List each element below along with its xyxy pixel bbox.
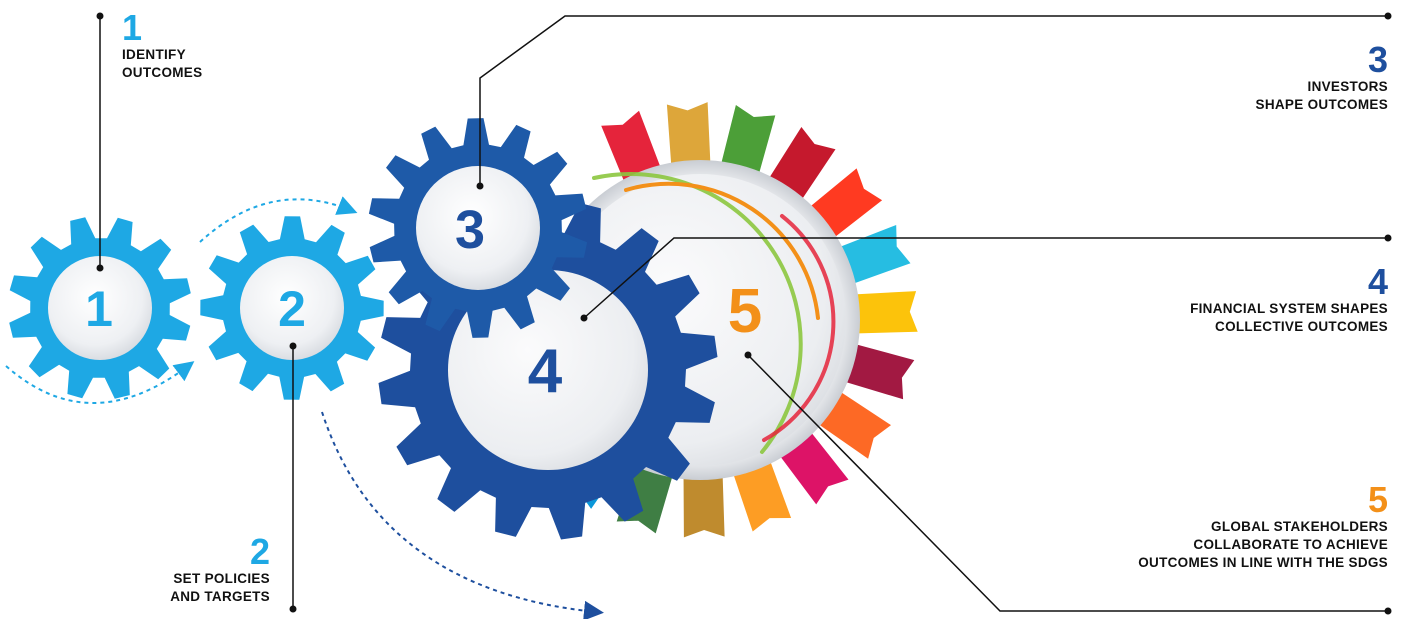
gear-3: 3	[368, 118, 588, 338]
sdg-tooth	[837, 342, 915, 400]
step-1-line-2: OUTCOMES	[122, 65, 203, 80]
sdg-tooth	[683, 468, 725, 538]
gear-1: 1	[9, 217, 191, 399]
sdg-tooth	[730, 453, 792, 532]
gear-4-number: 4	[528, 337, 563, 406]
step-2-label: 2 SET POLICIES AND TARGETS	[170, 534, 270, 606]
leader-dot-3b	[1384, 12, 1392, 20]
gear-3-number: 3	[455, 200, 485, 260]
step-3-line-2: SHAPE OUTCOMES	[1255, 97, 1388, 112]
step-2-line-1: SET POLICIES	[173, 571, 270, 586]
leader-dots	[96, 12, 1392, 615]
step-4-line-1: FINANCIAL SYSTEM SHAPES	[1190, 301, 1388, 316]
leader-dot-5b	[1384, 607, 1392, 615]
step-1-line-1: IDENTIFY	[122, 47, 186, 62]
leader-dot-1a	[96, 12, 104, 20]
gear-4-face	[448, 270, 648, 470]
leader-line-4	[583, 237, 1388, 319]
leader-line-3	[479, 15, 1388, 186]
step-3-number: 3	[1367, 39, 1388, 80]
leader-dot-5a	[744, 351, 752, 359]
step-2-line-2: AND TARGETS	[170, 589, 270, 604]
leader-dot-4b	[1384, 234, 1392, 242]
dashed-arrow-3	[321, 411, 604, 619]
sdg-tooth	[719, 105, 776, 182]
leader-lines	[99, 15, 1388, 612]
dashed-arrow-1	[5, 361, 195, 404]
leader-dot-1b	[96, 264, 104, 272]
leader-dot-3a	[476, 182, 484, 190]
gear-2: 2	[200, 216, 384, 400]
step-4-line-2: COLLECTIVE OUTCOMES	[1215, 319, 1388, 334]
gear-3-face	[416, 166, 540, 290]
step-5-label: 5 GLOBAL STAKEHOLDERS COLLABORATE TO ACH…	[1138, 482, 1388, 572]
arc-red	[762, 214, 836, 442]
sdg-tooth	[666, 102, 711, 173]
leader-dot-4a	[580, 314, 588, 322]
gear-1-face	[48, 256, 152, 360]
step-4-label: 4 FINANCIAL SYSTEM SHAPES COLLECTIVE OUT…	[1190, 264, 1388, 336]
step-5-line-3: OUTCOMES IN LINE WITH THE SDGS	[1138, 555, 1388, 570]
gear-2-number: 2	[278, 281, 306, 337]
arc-green	[592, 172, 803, 454]
arc-orange	[624, 181, 820, 320]
step-5-line-2: COLLABORATE TO ACHIEVE	[1193, 537, 1388, 552]
step-4-number: 4	[1367, 261, 1388, 302]
step-3-line-1: INVESTORS	[1307, 79, 1388, 94]
step-5-line-1: GLOBAL STAKEHOLDERS	[1211, 519, 1388, 534]
step-1-label: 1 IDENTIFY OUTCOMES	[122, 10, 202, 82]
step-5-number: 5	[1367, 479, 1388, 520]
gear-5-number: 5	[728, 277, 762, 346]
step-1-number: 1	[122, 7, 143, 48]
step-3-label: 3 INVESTORS SHAPE OUTCOMES	[1256, 42, 1388, 114]
sdg-tooth	[847, 291, 918, 334]
leader-line-5	[747, 354, 1388, 612]
leader-dot-2a	[289, 342, 297, 350]
dashed-arrow-2	[199, 196, 358, 243]
leader-dot-2b	[289, 605, 297, 613]
gear-1-number: 1	[85, 281, 113, 337]
step-2-number: 2	[249, 531, 270, 572]
gear-2-face	[240, 256, 344, 360]
